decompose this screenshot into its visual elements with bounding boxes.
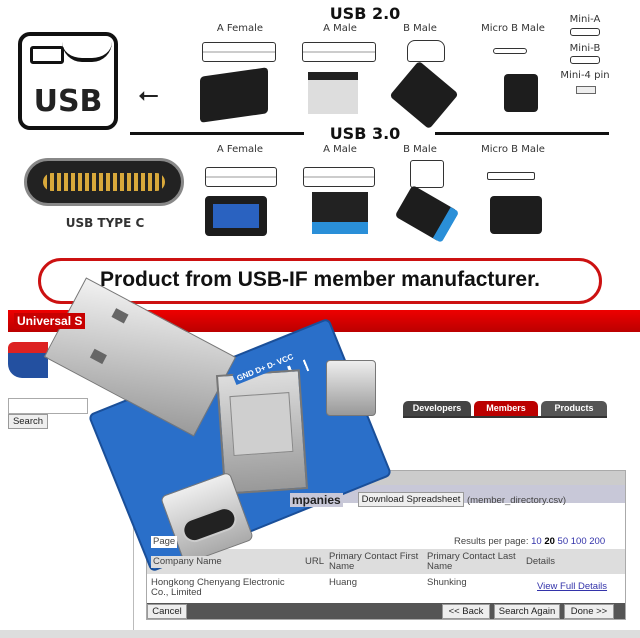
usb2-label: A Female — [216, 23, 264, 34]
a-male-photo — [312, 192, 368, 234]
mini-label: Mini-B — [569, 43, 601, 54]
usb2-label: B Male — [403, 23, 437, 34]
results-option[interactable]: 50 — [557, 536, 569, 547]
usb2-label: Micro B Male — [481, 23, 545, 34]
column-header: Company Name — [151, 556, 224, 568]
column-header: Primary Contact Last Name — [427, 551, 516, 572]
content-bottom — [0, 630, 640, 638]
usb-trident-icon: ⭠ — [138, 79, 159, 109]
banner — [38, 258, 602, 304]
section-title: mpanies — [290, 493, 343, 507]
a-male-outline — [303, 167, 375, 187]
a-female-photo — [205, 196, 267, 236]
company-name: Hongkong Chenyang Electronic Co., Limite… — [151, 577, 285, 598]
usb3-title: USB 3.0 — [329, 124, 401, 143]
done-button[interactable]: Done >> — [564, 604, 614, 619]
micro-b-photo — [490, 196, 542, 234]
view-full-details-link[interactable]: View Full Details — [537, 581, 608, 592]
results-option[interactable]: 100 — [570, 536, 587, 547]
usb2-title: USB 2.0 — [329, 4, 401, 23]
usb-logo-text: USB — [33, 84, 103, 119]
a-female-outline — [202, 42, 276, 62]
a-female-photo — [200, 67, 268, 123]
results-option-selected: 20 — [544, 536, 555, 547]
tab-developers[interactable]: Developers — [403, 401, 471, 416]
a-male-outline — [302, 42, 376, 62]
column-header: Details — [526, 556, 556, 567]
usb-superspeed-logo — [8, 342, 48, 378]
usb2-label: A Male — [323, 23, 357, 34]
a-male-photo — [308, 72, 358, 114]
usb-type-c-port — [24, 158, 184, 206]
download-spreadsheet-button[interactable]: Download Spreadsheet — [358, 492, 464, 507]
column-header: Primary Contact First Name — [329, 551, 419, 572]
usb-plug-icon — [30, 46, 64, 64]
micro-usb-connector — [326, 360, 376, 416]
tab-products[interactable]: Products — [541, 401, 607, 416]
type-c-label: USB TYPE C — [65, 216, 145, 230]
mini-b-outline — [570, 56, 600, 64]
tab-underline — [403, 416, 607, 418]
a-female-outline — [205, 167, 277, 187]
contact-last: Shunking — [427, 577, 467, 588]
b-male-photo — [394, 184, 460, 244]
search-again-button[interactable]: Search Again — [494, 604, 560, 619]
b-male-outline — [407, 40, 445, 62]
micro-b-outline — [487, 172, 535, 180]
usb-logo: USB — [18, 32, 118, 130]
contact-first: Huang — [329, 577, 357, 588]
download-filename: (member_directory.csv) — [467, 495, 567, 506]
search-button[interactable]: Search — [8, 414, 48, 429]
usb3-label: B Male — [403, 144, 437, 155]
mini-a-outline — [570, 28, 600, 36]
mini-label: Mini-4 pin — [560, 70, 610, 81]
page-label: Page — [151, 536, 178, 548]
usb-cable-icon — [62, 40, 112, 62]
table-header — [147, 549, 625, 574]
results-label: Results per page: — [454, 536, 529, 547]
divider-line — [130, 132, 304, 135]
back-button[interactable]: << Back — [442, 604, 490, 619]
usb3-label: Micro B Male — [481, 144, 545, 155]
results-option[interactable]: 10 — [531, 536, 542, 547]
results-per-page: Results per page: 10 20 50 100 200 — [454, 536, 605, 547]
usb3-label: A Male — [323, 144, 357, 155]
b-male-photo — [389, 60, 459, 130]
site-title: Universal S — [14, 313, 86, 329]
results-option[interactable]: 200 — [589, 536, 606, 547]
usb3-label: A Female — [216, 144, 264, 155]
banner-text: Product from USB-IF member manufacturer. — [100, 268, 540, 291]
mini-4pin-outline — [576, 86, 596, 94]
micro-b-outline — [493, 48, 527, 54]
search-input[interactable] — [8, 398, 88, 414]
cancel-button[interactable]: Cancel — [147, 604, 187, 619]
mini-label: Mini-A — [569, 14, 601, 25]
b-male-outline — [410, 160, 444, 188]
micro-b-photo — [504, 74, 538, 112]
tab-members[interactable]: Members — [474, 401, 538, 416]
divider-line — [435, 132, 609, 135]
column-header: URL — [305, 556, 325, 567]
